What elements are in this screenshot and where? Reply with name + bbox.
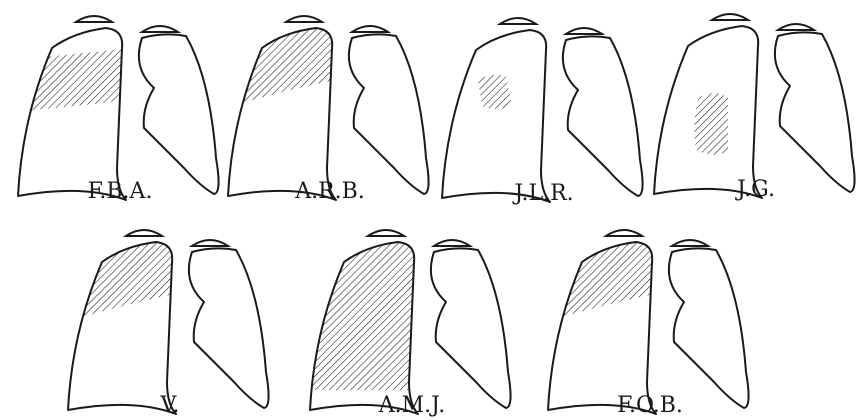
right-apex-cap: [352, 26, 388, 32]
right-apex-cap: [566, 28, 602, 34]
right-lung-outline: [189, 248, 269, 408]
lung-pair-panel: V.: [64, 222, 269, 418]
lung-pair-panel: A.R.B.: [224, 8, 429, 204]
left-lung-outline: [442, 30, 550, 202]
right-apex-cap: [778, 24, 814, 30]
lesion-shading: [478, 75, 512, 109]
left-apex-cap: [712, 14, 748, 20]
patient-label: A.R.B.: [294, 179, 365, 204]
patient-label: J.L.R.: [512, 181, 573, 206]
left-apex-cap: [76, 16, 112, 22]
lesion-shading: [306, 222, 426, 390]
right-lung-outline: [669, 248, 749, 408]
lung-pair-panel: F.B.A.: [14, 16, 219, 204]
lung-pair-panel: J.L.R.: [442, 18, 643, 206]
right-apex-cap: [142, 26, 178, 32]
patient-label: V.: [159, 393, 179, 418]
right-lung-outline: [139, 34, 219, 194]
patient-label: A.M.J.: [378, 393, 446, 418]
patient-label: F.O.B.: [617, 393, 683, 418]
left-apex-cap: [606, 230, 642, 236]
patient-label: F.B.A.: [88, 179, 153, 204]
patient-label: J.G.: [735, 177, 775, 202]
right-lung-outline: [349, 34, 429, 194]
right-lung-outline: [775, 32, 855, 192]
right-lung-outline: [563, 36, 643, 196]
lesion-shading: [694, 93, 728, 155]
right-apex-cap: [434, 240, 470, 246]
left-apex-cap: [500, 18, 536, 24]
lung-pair-panel: A.M.J.: [306, 222, 511, 418]
right-apex-cap: [672, 240, 708, 246]
right-lung-outline: [431, 248, 511, 408]
lung-pair-panel: F.O.B.: [544, 222, 749, 418]
left-apex-cap: [126, 230, 162, 236]
lung-pair-panel: J.G.: [654, 14, 855, 202]
left-apex-cap: [368, 230, 404, 236]
right-apex-cap: [192, 240, 228, 246]
left-apex-cap: [286, 16, 322, 22]
